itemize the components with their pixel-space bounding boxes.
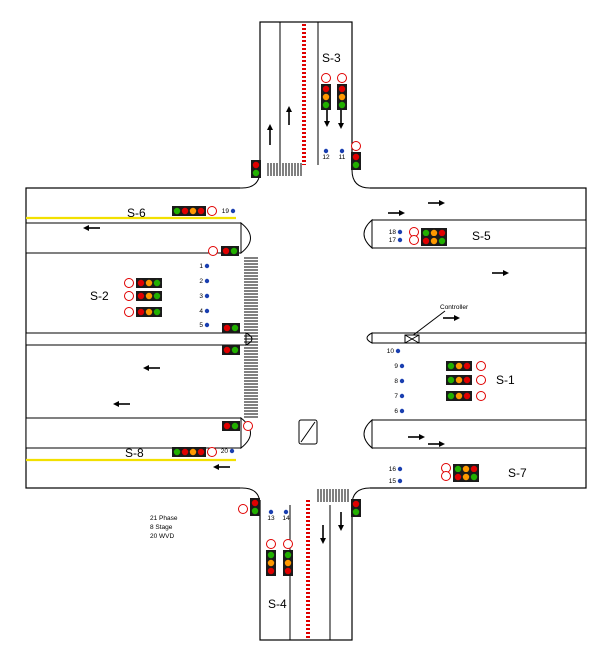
detector-label: 9	[394, 363, 398, 370]
detector-label: 20	[221, 448, 229, 455]
detector-label: 18	[389, 229, 397, 236]
detector-20: 20	[221, 448, 235, 455]
signal-s2-3	[136, 307, 162, 317]
signal-s1-1	[446, 361, 472, 371]
detector-15: 15	[389, 478, 403, 485]
detector-label: 6	[394, 408, 398, 415]
detector-14: 14	[282, 509, 290, 522]
east-median-lower	[371, 419, 587, 449]
detector-7: 7	[394, 393, 405, 400]
detector-13: 13	[267, 509, 275, 522]
label-s3: S-3	[322, 51, 341, 65]
detector-label: 17	[389, 237, 397, 244]
signal-s3-left	[321, 73, 331, 110]
label-s1: S-1	[496, 373, 515, 387]
detector-label: 7	[394, 393, 398, 400]
detector-label: 12	[322, 154, 330, 161]
detector-label: 2	[199, 278, 203, 285]
west-median-upper	[25, 222, 242, 254]
detector-label: 5	[199, 322, 203, 329]
label-s4: S-4	[268, 597, 287, 611]
signal-s7-b	[453, 472, 479, 482]
signal-s6	[172, 206, 217, 216]
detector-label: 16	[389, 466, 397, 473]
label-s7: S-7	[508, 466, 527, 480]
detector-8: 8	[394, 378, 405, 385]
detector-19: 19	[222, 208, 236, 215]
signal-s4-left	[266, 539, 276, 576]
detector-label: 4	[199, 308, 203, 315]
detector-label: 3	[199, 293, 203, 300]
detector-label: 10	[387, 348, 395, 355]
detector-label: 15	[389, 478, 397, 485]
detector-12: 12	[322, 148, 330, 161]
west-median-lower	[25, 417, 242, 449]
legend-wvd: 20 WVD	[150, 533, 175, 540]
detector-9: 9	[394, 363, 405, 370]
signal-ped-ne	[351, 141, 361, 170]
detector-17: 17	[389, 237, 403, 244]
road-surfaces	[25, 21, 587, 641]
detector-label: 13	[267, 515, 275, 522]
signal-s8	[172, 447, 217, 457]
detector-2: 2	[199, 278, 210, 285]
detector-5: 5	[199, 322, 210, 329]
legend-phase: 21 Phase	[150, 515, 178, 522]
legend-stage: 8 Stage	[150, 524, 173, 531]
label-s2: S-2	[90, 289, 109, 303]
signal-group-labels: S-3 S-6 S-5 S-2 S-1 S-8 S-7 S-4	[90, 51, 527, 611]
detector-18: 18	[389, 229, 403, 236]
flow-arrows	[83, 106, 509, 544]
detector-label: 14	[282, 515, 290, 522]
signal-ped-w-upper	[221, 246, 239, 256]
label-s8: S-8	[125, 446, 144, 460]
signal-s4-right	[283, 539, 293, 576]
signal-s1-3	[446, 391, 472, 401]
label-s6: S-6	[127, 206, 146, 220]
legend: 21 Phase 8 Stage 20 WVD	[150, 515, 178, 540]
signal-ped-w-mid1	[222, 323, 240, 333]
signal-ped-w-mid2	[222, 345, 240, 355]
signal-ped-se	[351, 499, 361, 517]
detector-4: 4	[199, 308, 210, 315]
signal-s2-1	[136, 278, 162, 288]
detector-16: 16	[389, 466, 403, 473]
detector-1: 1	[199, 263, 210, 270]
detector-label: 19	[222, 208, 230, 215]
crosswalks	[244, 163, 349, 502]
west-median-centre	[25, 332, 247, 346]
detector-label: 11	[339, 154, 346, 161]
detector-10: 10	[387, 348, 401, 355]
lane-markings	[25, 22, 587, 640]
controller: Controller	[404, 304, 469, 344]
signal-heads	[124, 73, 486, 576]
detector-label: 1	[199, 263, 203, 270]
signal-s7-a	[453, 464, 479, 474]
detector-3: 3	[199, 293, 210, 300]
signal-ped-nw	[251, 160, 261, 178]
signal-s1-2	[446, 375, 472, 385]
detector-6: 6	[394, 408, 405, 415]
east-median-centre	[371, 332, 587, 344]
signal-ped-w-lower	[222, 421, 240, 431]
signal-s5-b	[421, 236, 447, 246]
detector-label: 8	[394, 378, 398, 385]
signal-s3-right	[337, 73, 347, 110]
controller-label: Controller	[440, 304, 469, 311]
detector-11: 11	[339, 148, 346, 161]
label-s5: S-5	[472, 229, 491, 243]
signal-ped-sw	[250, 498, 260, 516]
signal-s2-2	[136, 291, 162, 301]
signal-s5-a	[421, 228, 447, 238]
